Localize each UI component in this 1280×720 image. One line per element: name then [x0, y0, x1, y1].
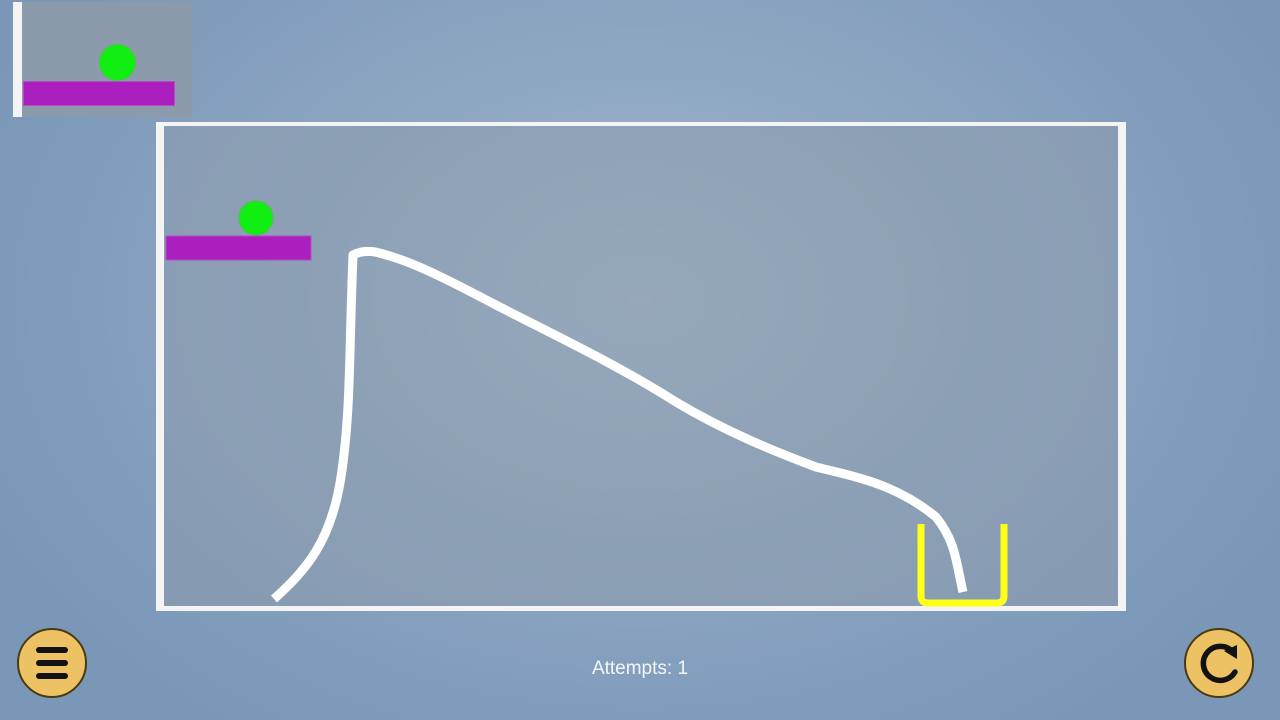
- menu-button[interactable]: [17, 628, 87, 698]
- goal-cup: [917, 524, 1008, 607]
- arena-left-wall: [156, 122, 164, 611]
- game-arena[interactable]: [156, 122, 1126, 611]
- minimap-ball: [99, 44, 136, 81]
- platform: [165, 235, 312, 261]
- ball: [238, 200, 274, 236]
- hamburger-menu-icon: [36, 647, 68, 679]
- minimap-left-wall: [13, 2, 22, 117]
- level-preview-minimap: [13, 2, 192, 117]
- restart-arrow-icon: [1200, 643, 1238, 684]
- minimap-platform: [23, 81, 175, 106]
- arena-top-wall: [156, 122, 1126, 126]
- drawn-line: [270, 246, 968, 603]
- arena-background: [163, 125, 1119, 607]
- restart-button[interactable]: [1184, 628, 1254, 698]
- arena-canvas[interactable]: [156, 122, 1126, 611]
- arena-floor: [156, 606, 1126, 611]
- attempts-counter: Attempts: 1: [591, 658, 689, 679]
- arena-right-wall: [1118, 122, 1126, 611]
